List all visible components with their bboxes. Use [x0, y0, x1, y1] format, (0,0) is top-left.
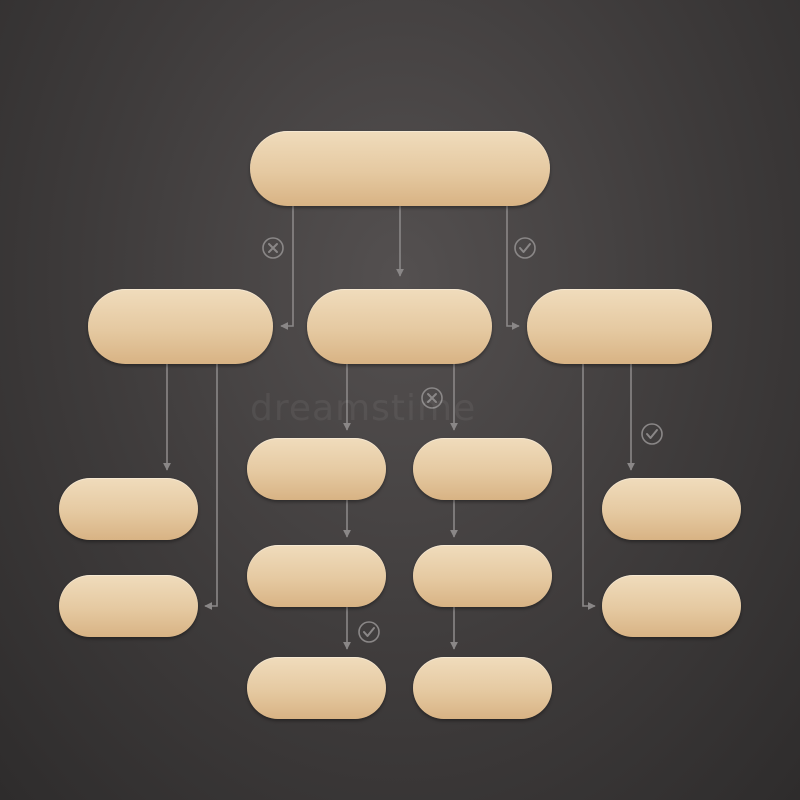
node-center-right-2	[413, 545, 552, 607]
x-icon	[421, 387, 443, 409]
check-icon	[358, 621, 380, 643]
connector-right-mid-to-right-child-2	[582, 364, 596, 610]
node-center-mid	[307, 289, 492, 364]
connector-root-to-right-mid	[506, 206, 520, 330]
node-root	[250, 131, 550, 206]
node-right-mid	[527, 289, 712, 364]
check-icon	[641, 423, 663, 445]
node-center-right-1	[413, 438, 552, 500]
node-center-left-3	[247, 657, 386, 719]
node-left-child-2	[59, 575, 198, 637]
node-center-left-1	[247, 438, 386, 500]
connector-root-to-left-mid	[280, 206, 294, 330]
check-icon	[514, 237, 536, 259]
node-left-mid	[88, 289, 273, 364]
node-center-left-2	[247, 545, 386, 607]
connector-left-mid-to-left-child-2	[204, 364, 218, 610]
node-right-child-1	[602, 478, 741, 540]
node-left-child-1	[59, 478, 198, 540]
node-right-child-2	[602, 575, 741, 637]
node-center-right-3	[413, 657, 552, 719]
x-icon	[262, 237, 284, 259]
